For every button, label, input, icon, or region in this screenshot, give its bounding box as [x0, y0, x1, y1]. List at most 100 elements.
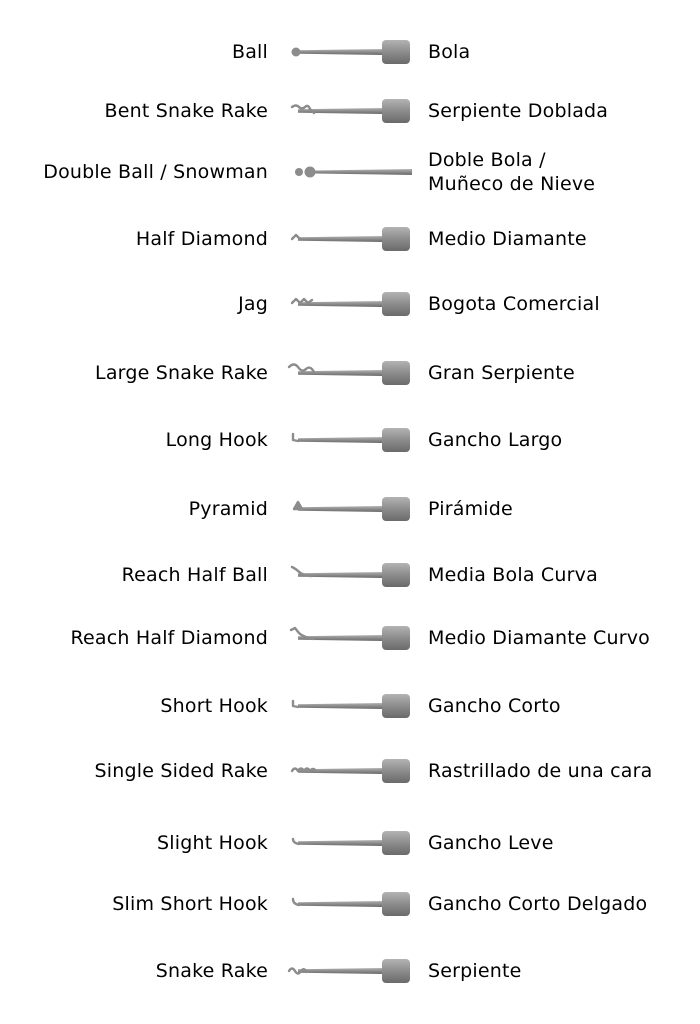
pick-name-es: Bola	[428, 40, 470, 64]
pick-handle	[382, 40, 410, 64]
pick-name-en: Reach Half Ball	[121, 564, 268, 586]
pick-name-es: Gancho Corto	[428, 694, 561, 718]
pick-handle	[382, 831, 410, 855]
pick-handle	[382, 428, 410, 452]
pick-shaft	[298, 301, 382, 307]
pick-name-en: Long Hook	[165, 429, 268, 451]
pick-shaft	[314, 169, 412, 175]
pick-handle	[382, 892, 410, 916]
pick-handle	[382, 626, 410, 650]
pick-name-es-line: Bogota Comercial	[428, 293, 600, 315]
single-sided-rake-tip	[290, 767, 318, 773]
pick-name-es-line: Medio Diamante Curvo	[428, 627, 650, 649]
lock-pick-illustration	[291, 831, 410, 855]
pick-shaft	[298, 968, 382, 974]
pick-shaft	[298, 703, 382, 709]
pick-shaft	[298, 108, 382, 114]
jag-tip	[290, 297, 314, 305]
pick-name-es-line: Gancho Corto Delgado	[428, 893, 648, 915]
pick-handle	[382, 99, 410, 123]
pick-name-es: Medio Diamante	[428, 227, 587, 251]
pick-shaft	[298, 506, 382, 512]
slight-hook-tip	[291, 837, 301, 846]
pick-shaft	[298, 635, 382, 641]
pick-name-en: Slim Short Hook	[112, 893, 268, 915]
reach-half-ball-tip	[290, 565, 314, 578]
pick-name-es: Serpiente	[428, 959, 522, 983]
pick-shaft	[298, 236, 382, 242]
lock-pick-illustration	[291, 428, 410, 452]
pick-shaft	[298, 370, 382, 376]
pick-name-en: Double Ball / Snowman	[43, 161, 268, 183]
ball-tip	[291, 47, 301, 57]
lock-pick-illustration	[287, 361, 410, 385]
pick-name-es-line: Muñeco de Nieve	[428, 173, 596, 195]
pick-name-es-line: Gran Serpiente	[428, 362, 575, 384]
lock-pick-illustration	[290, 563, 410, 587]
lock-pick-illustration	[290, 292, 410, 316]
large-snake-tip	[287, 363, 316, 374]
lock-pick-illustration	[291, 40, 410, 64]
pick-name-es: Doble Bola /Muñeco de Nieve	[428, 148, 595, 196]
pick-name-en: Snake Rake	[155, 960, 268, 982]
pick-name-es-line: Medio Diamante	[428, 228, 587, 250]
pick-name-en: Large Snake Rake	[95, 362, 268, 384]
pick-name-en: Reach Half Diamond	[70, 627, 268, 649]
pick-name-es-line: Bola	[428, 41, 471, 63]
snake-rake-tip	[287, 967, 309, 975]
double-ball-tip	[295, 166, 316, 178]
pick-handle	[382, 563, 410, 587]
lock-pick-illustration	[291, 694, 410, 718]
pick-handle	[382, 497, 410, 521]
lock-pick-illustration	[290, 227, 410, 251]
lock-pick-illustration	[290, 759, 410, 783]
lock-pick-illustration	[290, 99, 410, 123]
pick-name-es-line: Doble Bola /	[428, 149, 546, 171]
pick-name-es: Gancho Corto Delgado	[428, 892, 647, 916]
pick-name-en: Slight Hook	[157, 832, 268, 854]
lock-pick-illustration	[291, 892, 410, 916]
pick-handle	[382, 227, 410, 251]
pick-name-es-line: Serpiente	[428, 960, 522, 982]
pick-name-en: Half Diamond	[135, 228, 268, 250]
pick-name-es-line: Gancho Largo	[428, 429, 563, 451]
pick-name-en: Bent Snake Rake	[104, 100, 268, 122]
pick-name-es: Media Bola Curva	[428, 563, 598, 587]
pick-name-en: Short Hook	[160, 695, 268, 717]
pick-handle	[382, 361, 410, 385]
pick-name-es: Serpiente Doblada	[428, 99, 608, 123]
pick-handle	[382, 759, 410, 783]
pick-name-es: Gancho Leve	[428, 831, 554, 855]
pick-name-es-line: Rastrillado de una cara	[428, 760, 653, 782]
lock-pick-illustration	[292, 497, 410, 521]
pick-shaft	[298, 768, 382, 774]
pick-name-en: Pyramid	[188, 498, 268, 520]
pick-shaft	[298, 49, 382, 55]
pick-name-es: Gran Serpiente	[428, 361, 575, 385]
pick-name-es-line: Pirámide	[428, 498, 513, 520]
pick-shaft	[298, 840, 382, 846]
pick-name-es: Bogota Comercial	[428, 292, 600, 316]
pyramid-tip	[292, 500, 304, 511]
pick-name-en: Jag	[238, 293, 268, 315]
pick-handle	[382, 292, 410, 316]
pick-shaft	[298, 572, 382, 578]
pick-handle	[382, 959, 410, 983]
reach-half-diamond-tip	[289, 626, 316, 641]
pick-name-es: Gancho Largo	[428, 428, 562, 452]
pick-name-es: Rastrillado de una cara	[428, 759, 653, 783]
pick-shaft	[298, 437, 382, 443]
pick-name-es-line: Gancho Leve	[428, 832, 554, 854]
short-hook-tip	[291, 699, 300, 709]
long-hook-tip	[291, 432, 300, 443]
half-diamond-tip	[290, 233, 302, 241]
slim-short-hook-tip	[291, 897, 301, 907]
pick-name-es: Pirámide	[428, 497, 513, 521]
pick-shaft	[298, 901, 382, 907]
bent-snake-tip	[290, 104, 316, 115]
lock-pick-illustration	[295, 166, 412, 178]
pick-name-en: Single Sided Rake	[94, 760, 268, 782]
pick-name-es-line: Gancho Corto	[428, 695, 561, 717]
lock-pick-illustration	[287, 959, 410, 983]
pick-name-es: Medio Diamante Curvo	[428, 626, 650, 650]
